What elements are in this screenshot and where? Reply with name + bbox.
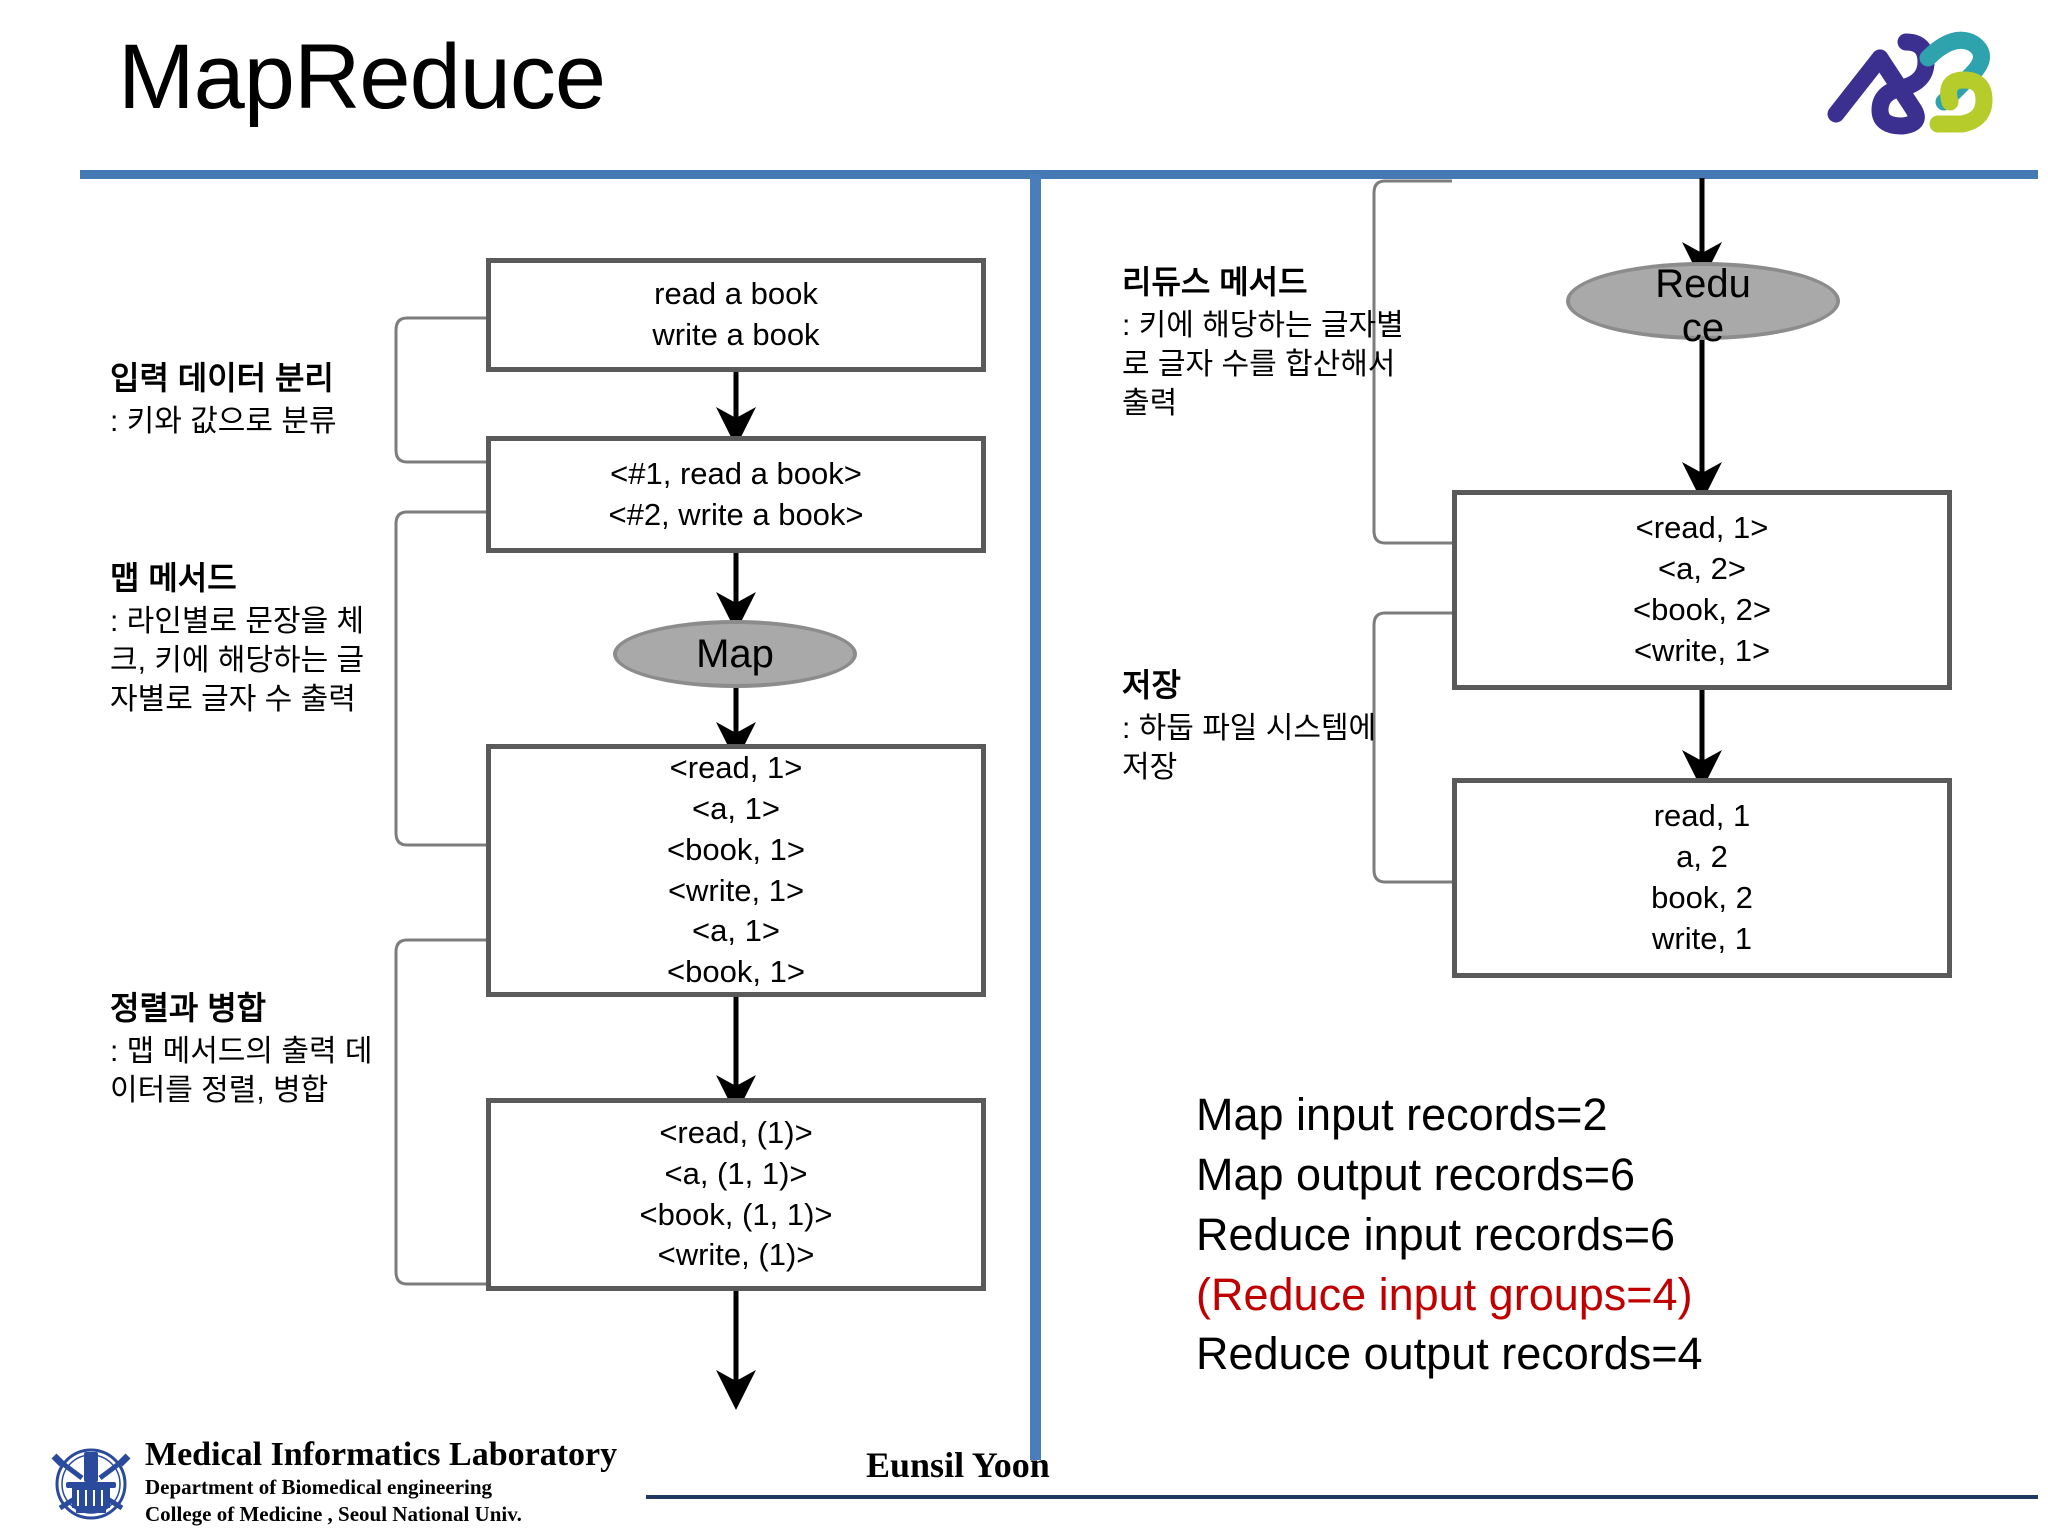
- annotation-body: : 맵 메서드의 출력 데이터를 정렬, 병합: [110, 1034, 373, 1107]
- box-line: <a, (1, 1)>: [664, 1155, 808, 1191]
- annotation-body: : 하둡 파일 시스템에 저장: [1122, 711, 1377, 784]
- box-line: read, 1: [1653, 798, 1751, 834]
- mil-logo-icon: [1822, 18, 2022, 140]
- box-line: <write, 1>: [667, 872, 805, 908]
- bracket-input-split: [394, 316, 486, 464]
- footer-lab-info: Medical Informatics Laboratory Departmen…: [145, 1436, 617, 1528]
- box-line: <read, 1>: [1635, 510, 1769, 546]
- footer-author: Eunsil Yoon: [866, 1445, 1050, 1485]
- annotation-input-split: 입력 데이터 분리 : 키와 값으로 분류: [110, 358, 392, 441]
- bracket-map-method: [394, 510, 486, 847]
- annotation-body: : 키와 값으로 분류: [110, 404, 337, 438]
- stat-reduce-input-groups: (Reduce input groups=4): [1196, 1268, 1693, 1320]
- map-output-box: <read, 1> <a, 1> <book, 1> <write, 1> <a…: [486, 744, 986, 997]
- map-node: Map: [613, 620, 857, 688]
- reduce-output-box: <read, 1> <a, 2> <book, 2> <write, 1>: [1452, 490, 1952, 690]
- stat-reduce-input-records: Reduce input records=6: [1196, 1208, 1676, 1260]
- box-line: <book, 1>: [667, 831, 805, 867]
- box-line: <write, 1>: [1633, 632, 1771, 668]
- box-line: <read, (1)>: [659, 1114, 813, 1150]
- annotation-sort-merge: 정렬과 병합 : 맵 메서드의 출력 데이터를 정렬, 병합: [110, 988, 376, 1110]
- key-value-box: <#1, read a book> <#2, write a book>: [486, 436, 986, 553]
- box-line: <a, 2>: [1658, 551, 1746, 587]
- input-text-box: read a book write a book: [486, 258, 986, 372]
- footer-dept-line-2: College of Medicine , Seoul National Uni…: [145, 1501, 522, 1526]
- job-counters-block: Map input records=2 Map output records=6…: [1196, 1085, 1703, 1384]
- box-line: read a book: [654, 276, 818, 312]
- box-line: <a, 1>: [692, 913, 780, 949]
- stored-output-box: read, 1 a, 2 book, 2 write, 1: [1452, 778, 1952, 978]
- box-line: <book, 1>: [667, 954, 805, 990]
- box-line: <book, 2>: [1633, 592, 1771, 627]
- stat-reduce-output-records: Reduce output records=4: [1196, 1328, 1703, 1380]
- map-node-label: Map: [696, 632, 774, 676]
- box-line: <book, (1, 1)>: [639, 1196, 833, 1232]
- box-line: a, 2: [1676, 839, 1728, 875]
- box-line: write, 1: [1652, 920, 1752, 956]
- sort-merge-box: <read, (1)> <a, (1, 1)> <book, (1, 1)> <…: [486, 1098, 986, 1291]
- header-divider: [80, 170, 2038, 179]
- annotation-store: 저장 : 하둡 파일 시스템에 저장: [1122, 665, 1382, 787]
- bracket-store: [1372, 611, 1452, 884]
- bracket-sort-merge: [394, 938, 486, 1286]
- footer-lab-name: Medical Informatics Laboratory: [145, 1436, 618, 1473]
- box-line: <#1, read a book>: [610, 455, 862, 491]
- page-title: MapReduce: [118, 26, 606, 128]
- box-line: <#2, write a book>: [608, 496, 864, 532]
- annotation-map-method: 맵 메서드 : 라인별로 문장을 체크, 키에 해당하는 글자별로 글자 수 출…: [110, 558, 380, 719]
- box-line: <a, 1>: [692, 790, 780, 826]
- column-divider: [1030, 174, 1041, 1460]
- annotation-body: : 라인별로 문장을 체크, 키에 해당하는 글자별로 글자 수 출력: [110, 604, 365, 716]
- annotation-title: 리듀스 메서드: [1122, 264, 1308, 300]
- annotation-body: : 키에 해당하는 글자별로 글자 수를 합산해서 출력: [1122, 308, 1404, 420]
- stat-map-output-records: Map output records=6: [1196, 1148, 1636, 1200]
- annotation-title: 입력 데이터 분리: [110, 360, 334, 396]
- reduce-node: Reduce: [1566, 262, 1840, 350]
- stat-map-input-records: Map input records=2: [1196, 1089, 1608, 1140]
- annotation-title: 맵 메서드: [110, 560, 237, 596]
- box-line: <read, 1>: [669, 749, 803, 785]
- box-line: write a book: [652, 317, 820, 352]
- box-line: <write, (1)>: [657, 1237, 815, 1273]
- snu-emblem-icon: [42, 1434, 140, 1532]
- reduce-node-label: Reduce: [1655, 262, 1751, 350]
- box-line: book, 2: [1651, 880, 1753, 915]
- annotation-reduce-method: 리듀스 메서드 : 키에 해당하는 글자별로 글자 수를 합산해서 출력: [1122, 262, 1412, 423]
- annotation-title: 저장: [1122, 667, 1181, 703]
- annotation-title: 정렬과 병합: [110, 990, 267, 1026]
- footer-dept-line-1: Department of Biomedical engineering: [145, 1475, 493, 1500]
- footer-divider: [646, 1495, 2038, 1499]
